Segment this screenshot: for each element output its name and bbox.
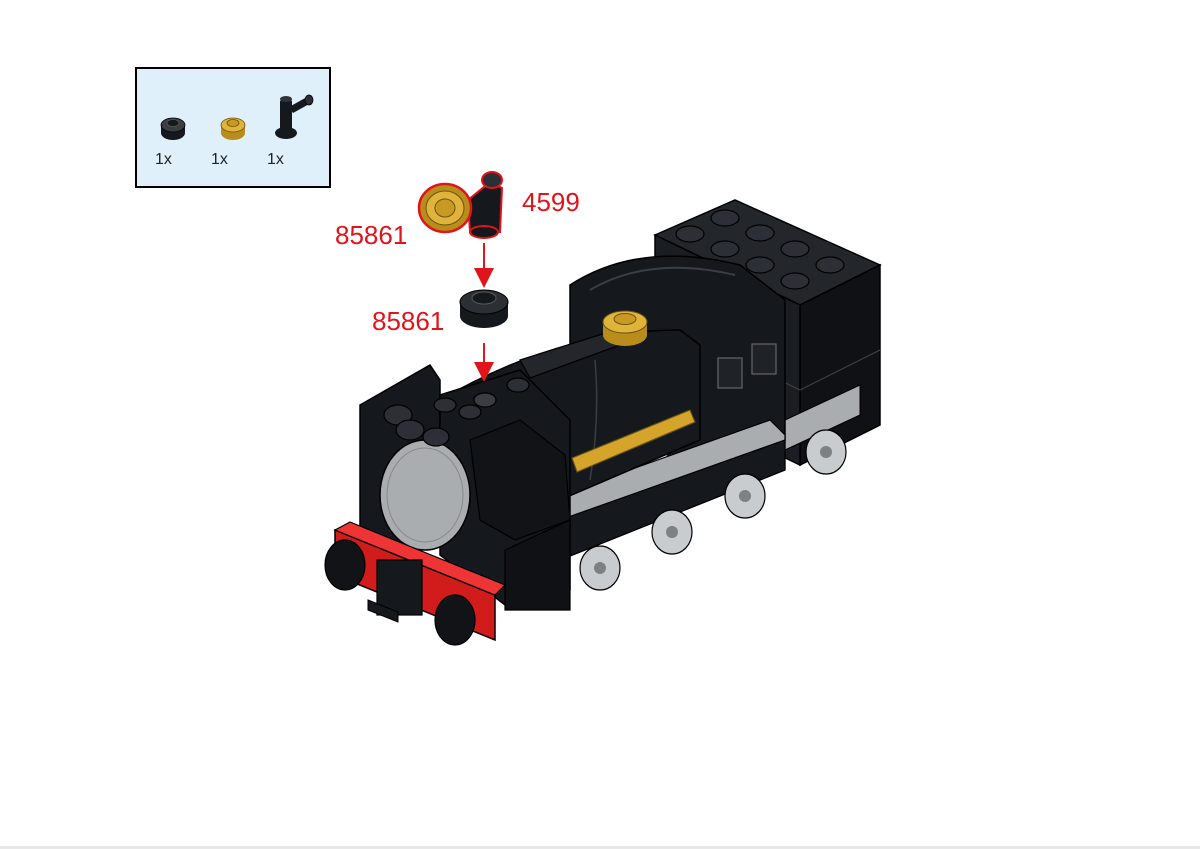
wheel-hubs <box>594 446 832 574</box>
cab-window <box>751 343 777 375</box>
front-wheels <box>324 539 476 646</box>
cab-window <box>717 357 743 389</box>
bar-holder-clip-black-icon <box>275 94 314 139</box>
part-number-label: 85861 <box>372 306 445 336</box>
round-plate-black-icon <box>160 117 186 140</box>
front-detail-studs <box>383 377 530 447</box>
round-plate-gold-icon <box>220 117 246 140</box>
gold-handrail <box>571 409 696 473</box>
part-number-label: 85861 <box>335 220 408 250</box>
parts-list-icons <box>160 94 314 140</box>
smokebox-door <box>379 439 471 551</box>
exploded-gold-plate-and-bar-holder <box>417 171 504 239</box>
page-bottom-border <box>0 846 1200 849</box>
smokebox-front <box>359 364 571 611</box>
parts-list-box: 1x 1x 1x <box>135 67 331 188</box>
part-number-label: 4599 <box>522 187 580 217</box>
coupler <box>376 559 423 616</box>
tender-studs <box>675 209 845 290</box>
gold-dome-plate <box>602 310 648 346</box>
part-quantity: 1x <box>155 151 172 168</box>
part-quantity: 1x <box>267 151 284 168</box>
exploded-black-round-plate <box>459 289 509 328</box>
part-quantity: 1x <box>211 151 228 168</box>
